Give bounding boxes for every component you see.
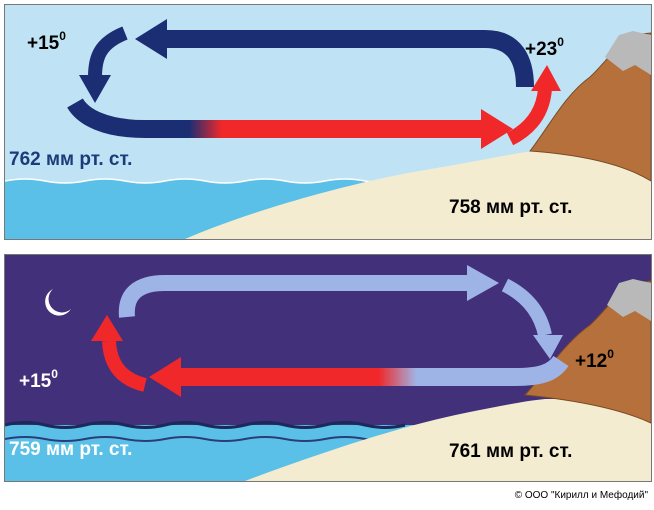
- day-sea-pressure: 762 мм рт. ст.: [9, 149, 133, 170]
- day-rise-flow: [506, 88, 552, 146]
- day-descent-arrowhead: [79, 75, 111, 103]
- day-rise-arrowhead: [531, 65, 561, 91]
- day-upper-flow: [165, 30, 534, 88]
- day-land-temperature: +230: [525, 35, 564, 60]
- night-upper-flow: [118, 275, 469, 318]
- night-upper-arrowhead: [467, 265, 499, 301]
- night-scene: [5, 255, 651, 481]
- day-descent-flow: [88, 26, 128, 78]
- copyright-notice: © ООО "Кирилл и Мефодий": [514, 490, 648, 501]
- day-land-pressure: 758 мм рт. ст.: [449, 197, 573, 218]
- day-lower-arrowhead: [481, 109, 513, 149]
- night-peak: [607, 279, 651, 321]
- day-wave-line: [5, 178, 406, 184]
- moon-icon: [45, 289, 71, 316]
- night-descent-flow: [501, 278, 552, 337]
- day-lower-flow: [67, 97, 483, 138]
- night-sea-pressure: 759 мм рт. ст.: [9, 439, 133, 460]
- day-shore: [185, 149, 651, 239]
- night-rise-flow: [102, 340, 147, 392]
- night-wave-line: [5, 421, 406, 429]
- day-sea-temperature: +150: [27, 29, 66, 54]
- night-land-temperature: +120: [575, 347, 614, 372]
- night-shore: [245, 399, 651, 481]
- day-upper-arrowhead: [135, 19, 167, 59]
- day-breeze-panel: +150 +230 762 мм рт. ст. 758 мм рт. ст.: [4, 4, 652, 240]
- night-wave-line-2: [5, 436, 406, 442]
- night-lower-flow: [181, 355, 569, 386]
- night-lower-arrowhead: [149, 357, 181, 397]
- night-rise-arrowhead: [91, 315, 123, 341]
- night-land-pressure: 761 мм рт. ст.: [449, 441, 573, 462]
- day-peak: [605, 31, 651, 75]
- night-descent-arrowhead: [533, 335, 563, 359]
- night-breeze-panel: +150 +120 759 мм рт. ст. 761 мм рт. ст.: [4, 254, 652, 482]
- night-sea-temperature: +150: [19, 367, 58, 392]
- day-scene: [5, 5, 651, 239]
